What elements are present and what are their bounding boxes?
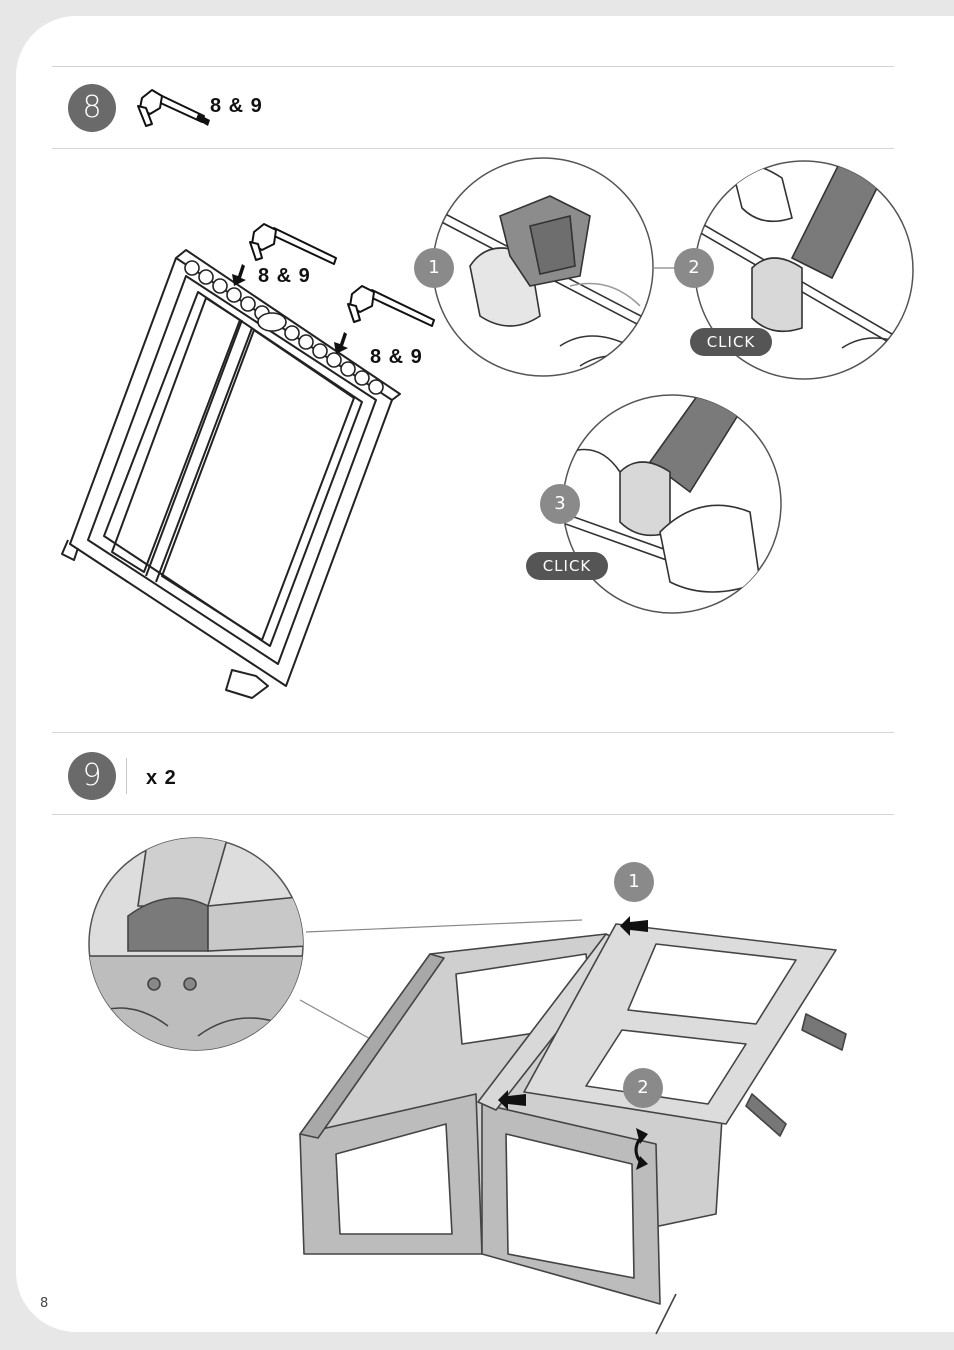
section-divider	[52, 148, 894, 149]
down-arrow-icon	[228, 262, 252, 288]
roof-panel-illustration	[56, 158, 416, 708]
assembly-callout-2: 2	[623, 1068, 663, 1108]
detail-step-1-badge: 1	[414, 248, 454, 288]
detail-view-1	[430, 156, 660, 380]
page-number: 8	[40, 1296, 48, 1311]
step-8-number: 8	[68, 84, 116, 132]
hinge-detail-zoom	[88, 836, 308, 1052]
push-arrow-icon	[498, 1090, 528, 1110]
part-callout-b: 8 & 9	[370, 346, 423, 369]
step-8-parts-label: 8 & 9	[210, 95, 263, 118]
section-divider	[52, 66, 894, 67]
assembly-callout-1: 1	[614, 862, 654, 902]
section-divider	[52, 814, 894, 815]
part-callout-a: 8 & 9	[258, 265, 311, 288]
down-arrow-icon	[330, 330, 354, 356]
push-arrow-icon	[620, 916, 650, 936]
header-divider	[126, 758, 127, 794]
detail-step-2-badge: 2	[674, 248, 714, 288]
section-divider	[52, 732, 894, 733]
detail-view-3	[560, 392, 784, 616]
click-label-b: CLICK	[526, 552, 608, 580]
detail-step-3-badge: 3	[540, 484, 580, 524]
hinge-part-icon	[132, 86, 212, 134]
step-9-quantity: x 2	[146, 767, 177, 790]
click-label-a: CLICK	[690, 328, 772, 356]
step-9-number: 9	[68, 752, 116, 800]
greenhouse-assembly-illustration	[296, 914, 856, 1304]
